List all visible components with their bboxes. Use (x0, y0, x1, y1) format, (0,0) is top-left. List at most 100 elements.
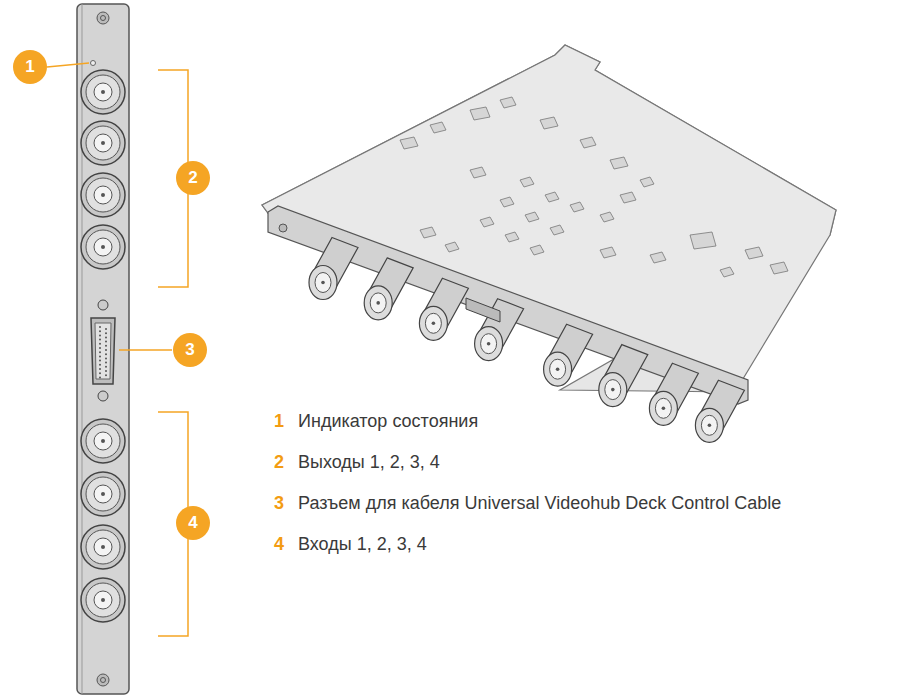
bnc-connector (81, 578, 125, 622)
bnc-pin (432, 322, 436, 326)
bnc-inner (94, 432, 112, 450)
pin (105, 336, 107, 338)
bnc-pin (611, 388, 615, 392)
bnc-inner (94, 591, 112, 609)
pin (99, 326, 101, 328)
deck-control-connector (91, 318, 115, 384)
callout-number: 3 (173, 333, 207, 367)
pin (105, 328, 107, 330)
bnc-ring (86, 178, 120, 212)
pin (105, 374, 107, 376)
bnc-front (649, 391, 677, 425)
chip (500, 97, 516, 108)
chip (770, 262, 788, 274)
pin (105, 366, 107, 368)
chip (545, 192, 559, 202)
pin (99, 334, 101, 336)
bnc-connector (81, 70, 125, 114)
chip (430, 122, 446, 133)
bnc-pin (101, 193, 105, 197)
bnc-inner (94, 134, 112, 152)
bnc-inner (701, 415, 717, 435)
pin (105, 341, 107, 343)
bnc-connector (81, 472, 125, 516)
item-text: Входы 1, 2, 3, 4 (298, 534, 427, 555)
bnc-inner (425, 313, 441, 333)
chip (525, 212, 539, 222)
chip (580, 137, 596, 148)
chip (600, 247, 616, 258)
bnc-front (475, 327, 503, 361)
pin (99, 355, 101, 357)
chip (745, 247, 763, 259)
bnc-inner (94, 485, 112, 503)
pin (99, 364, 101, 366)
chip (610, 157, 628, 169)
pin (99, 351, 101, 353)
chip (500, 197, 514, 207)
chip (470, 107, 490, 120)
bnc-inner (94, 186, 112, 204)
chip (470, 167, 486, 178)
pin (99, 339, 101, 341)
pin (99, 347, 101, 349)
status-led (91, 61, 96, 66)
bnc-pin (101, 245, 105, 249)
bnc-inner (655, 398, 671, 418)
pin (99, 330, 101, 332)
bnc-connector (81, 225, 125, 269)
bnc-pin (101, 598, 105, 602)
chip (690, 232, 716, 249)
bnc-front (364, 286, 392, 320)
bnc-ring (86, 230, 120, 264)
pin (105, 345, 107, 347)
circuit-board (262, 45, 836, 392)
bnc-front (544, 352, 572, 386)
item-number: 3 (274, 493, 284, 514)
pin (105, 349, 107, 351)
item-text: Индикатор состояния (298, 411, 478, 432)
pin (99, 368, 101, 370)
pin (105, 362, 107, 364)
chip (505, 232, 519, 242)
bnc-pin (101, 141, 105, 145)
chip (480, 217, 494, 227)
callout-number: 1 (13, 50, 47, 84)
bnc-pin (708, 424, 712, 428)
faceplate (77, 4, 129, 694)
pin (99, 376, 101, 378)
bnc-ring (86, 583, 120, 617)
chip (570, 202, 584, 212)
bnc-inner (94, 538, 112, 556)
chip (400, 137, 418, 149)
pin (105, 357, 107, 359)
callout-number: 4 (176, 506, 210, 540)
bnc-ring (86, 530, 120, 564)
chip (530, 245, 544, 255)
bnc-inner (315, 273, 331, 293)
chip (650, 252, 666, 263)
bnc-ring (86, 477, 120, 511)
bnc-pin (101, 492, 105, 496)
bnc-inner (94, 238, 112, 256)
bnc-inner (94, 83, 112, 101)
bnc-connector (81, 173, 125, 217)
bnc-pin (101, 439, 105, 443)
item-number: 4 (274, 534, 284, 555)
bnc-connector (81, 419, 125, 463)
chip (640, 177, 654, 187)
bnc-pin (101, 545, 105, 549)
chip (520, 177, 534, 187)
bnc-ring (86, 75, 120, 109)
chip (445, 242, 459, 252)
pin (99, 343, 101, 345)
bnc-inner (605, 380, 621, 400)
bnc-inner (370, 293, 386, 313)
callout-number: 2 (176, 161, 210, 195)
bnc-front (599, 373, 627, 407)
chip (550, 225, 564, 235)
chip (420, 227, 436, 238)
bnc-pin (487, 342, 491, 346)
chip (540, 117, 558, 129)
